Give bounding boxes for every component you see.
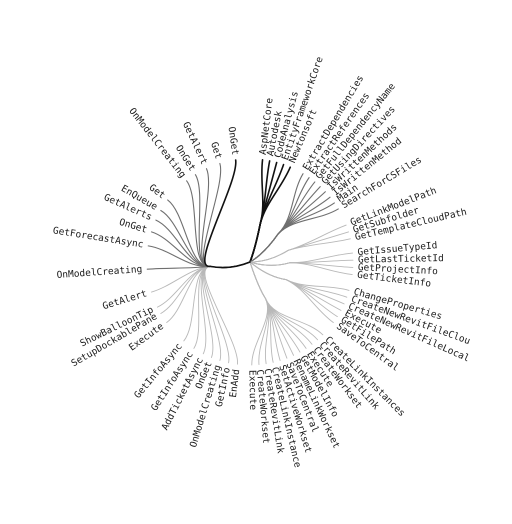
dependency-edge	[249, 261, 338, 318]
dependency-edge	[249, 238, 351, 263]
dependency-edge	[167, 199, 251, 269]
leaf-label: OnGet	[226, 126, 241, 156]
dependency-edge	[186, 180, 251, 269]
dependency-edge	[249, 158, 264, 263]
dependency-edge	[249, 261, 307, 349]
dependency-edge	[249, 261, 348, 298]
dependency-edge	[150, 231, 251, 269]
dependency-edge	[204, 159, 251, 269]
dependency-edge	[249, 261, 353, 276]
leaf-label: Execute	[246, 370, 258, 411]
leaf-label: GetLastTicketId	[358, 253, 444, 265]
leaf-labels: AspNetCoreAutodeskCodeAnalysisEntityFram…	[52, 55, 472, 469]
dependency-edge	[249, 261, 334, 323]
dependency-edge	[249, 261, 268, 366]
dependency-edge	[249, 166, 292, 263]
dependency-edge	[249, 160, 271, 263]
leaf-label: OnModelCreating	[126, 106, 187, 180]
leaf-label: Get	[208, 141, 224, 161]
leaf-label: OnModelCreating	[56, 264, 142, 281]
dependency-edge	[249, 261, 324, 336]
dependency-edge	[249, 261, 345, 305]
dependency-edge	[249, 208, 339, 263]
dependency-edge	[249, 231, 349, 263]
dependency-edges	[146, 158, 354, 366]
dependency-edge	[201, 168, 251, 269]
dependency-edge	[249, 181, 316, 263]
leaf-label: GetProjectInfo	[358, 262, 439, 277]
dependency-edge	[202, 162, 251, 269]
leaf-label: EnAdd	[228, 369, 242, 399]
dependency-edge	[249, 261, 274, 363]
dependency-edge	[249, 261, 270, 365]
dependency-edge	[249, 261, 313, 345]
